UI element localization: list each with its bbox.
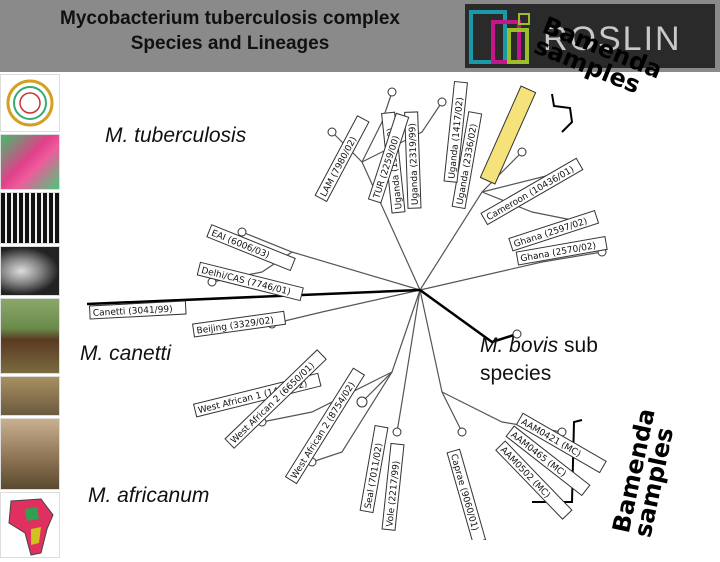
page-title: Mycobacterium tuberculosis complex Speci… <box>0 6 460 56</box>
label-m-canetti: M. canetti <box>80 342 172 365</box>
strain-tag: Canetti (3041/99) <box>88 300 187 320</box>
bovis-name: M. bovis <box>480 334 559 357</box>
svg-text:West African 2 (8754/02): West African 2 (8754/02) <box>290 381 358 481</box>
logo-text: ROSLIN <box>543 20 682 58</box>
market-photo-thumbnail <box>0 376 60 416</box>
highlight-tag-area <box>480 85 537 185</box>
bovis-sub: sub <box>564 334 598 357</box>
gel-blot-thumbnail <box>0 192 60 244</box>
svg-text:LAM (7980/02): LAM (7980/02) <box>319 135 359 198</box>
strain-tag: LAM (7980/02) <box>314 115 370 203</box>
africa-map-thumbnail <box>0 492 60 558</box>
label-m-tuberculosis: M. tuberculosis <box>105 124 247 147</box>
strain-tag: Vole (2217/99) <box>381 442 405 531</box>
svg-text:Canetti (3041/99): Canetti (3041/99) <box>93 305 173 319</box>
phylogenetic-tree: Canetti (3041/99) Beijing (3329/02) Delh… <box>86 80 608 540</box>
protein-structure-thumbnail <box>0 134 60 190</box>
cattle-photo-thumbnail <box>0 298 60 374</box>
strain-tag: Uganda (2319/99) <box>404 111 422 209</box>
village-photo-thumbnail <box>0 418 60 490</box>
strain-tag: Caprae (9060/01) <box>446 448 487 540</box>
thumbnail-sidebar <box>0 72 62 558</box>
roslin-logo: ROSLIN <box>465 4 715 68</box>
genome-map-thumbnail <box>0 74 60 132</box>
chest-xray-thumbnail <box>0 246 60 296</box>
strain-tag: Beijing (3329/02) <box>192 310 287 338</box>
label-m-africanum: M. africanum <box>88 484 210 507</box>
label-m-bovis: M. bovis sub species <box>480 332 598 388</box>
bovis-species: species <box>480 362 552 385</box>
strain-tag: Seal (7011/02) <box>359 424 389 514</box>
title-line-2: Species and Lineages <box>130 33 330 54</box>
title-line-1: Mycobacterium tuberculosis complex <box>60 8 400 29</box>
svg-text:Uganda (2319/99): Uganda (2319/99) <box>408 123 421 205</box>
